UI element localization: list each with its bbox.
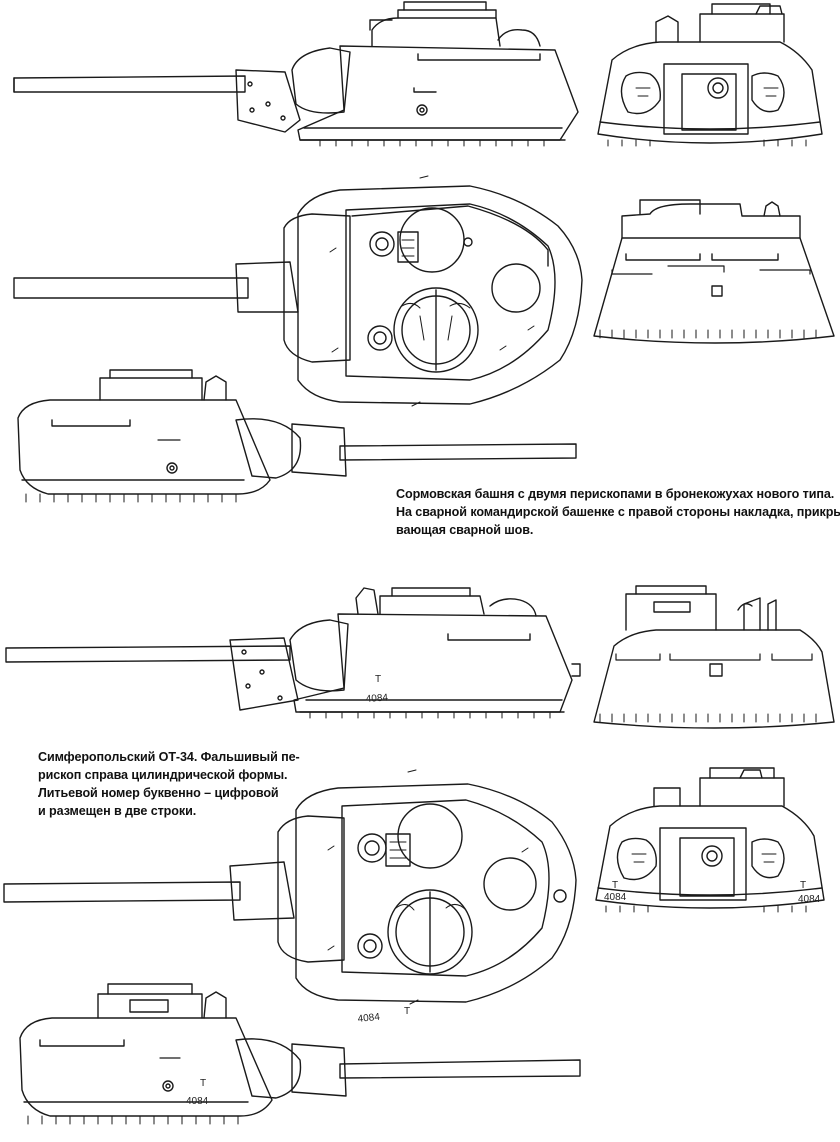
front-left-number-mark: 4084 xyxy=(604,892,627,903)
casting-number-mark: 4084 xyxy=(365,692,388,705)
caption-line: и размещен в две строки. xyxy=(38,804,197,818)
simferopol-front-view: Т 4084 Т 4084 xyxy=(595,767,825,913)
sormovo-rear-view xyxy=(593,199,835,344)
sormovo-right-side-view xyxy=(17,369,577,503)
simferopol-top-view: 4084 Т xyxy=(3,769,577,1025)
simferopol-turret-caption: Симферопольский ОТ-34. Фальшивый пе- рис… xyxy=(38,748,300,820)
sormovo-front-view xyxy=(597,3,823,147)
front-right-letter-mark: Т xyxy=(800,880,806,891)
sormovo-left-side-view xyxy=(13,1,579,147)
caption-line: Симферопольский ОТ-34. Фальшивый пе- xyxy=(38,750,300,764)
top-casting-letter-mark: Т xyxy=(404,1006,410,1017)
caption-line: рископ справа цилиндрической формы. xyxy=(38,768,288,782)
side-casting-letter-mark: Т xyxy=(200,1078,206,1089)
caption-line: На сварной командирской башенке с правой… xyxy=(396,505,840,519)
casting-letter-mark: Т xyxy=(375,674,381,685)
caption-line: Сормовская башня с двумя перископами в б… xyxy=(396,487,835,501)
simferopol-right-side-view: Т 4084 xyxy=(19,983,581,1125)
top-casting-number-mark: 4084 xyxy=(357,1012,381,1025)
simferopol-rear-view xyxy=(593,585,835,729)
front-left-letter-mark: Т xyxy=(612,880,618,891)
sormovo-top-view xyxy=(13,175,583,407)
simferopol-left-side-view: Т 4084 xyxy=(5,587,581,719)
sormovo-turret-caption: Сормовская башня с двумя перископами в б… xyxy=(396,485,840,539)
caption-line: Литьевой номер буквенно – цифровой xyxy=(38,786,279,800)
front-right-number-mark: 4084 xyxy=(798,894,821,905)
side-casting-number-mark: 4084 xyxy=(186,1096,209,1107)
caption-line: вающая сварной шов. xyxy=(396,523,534,537)
